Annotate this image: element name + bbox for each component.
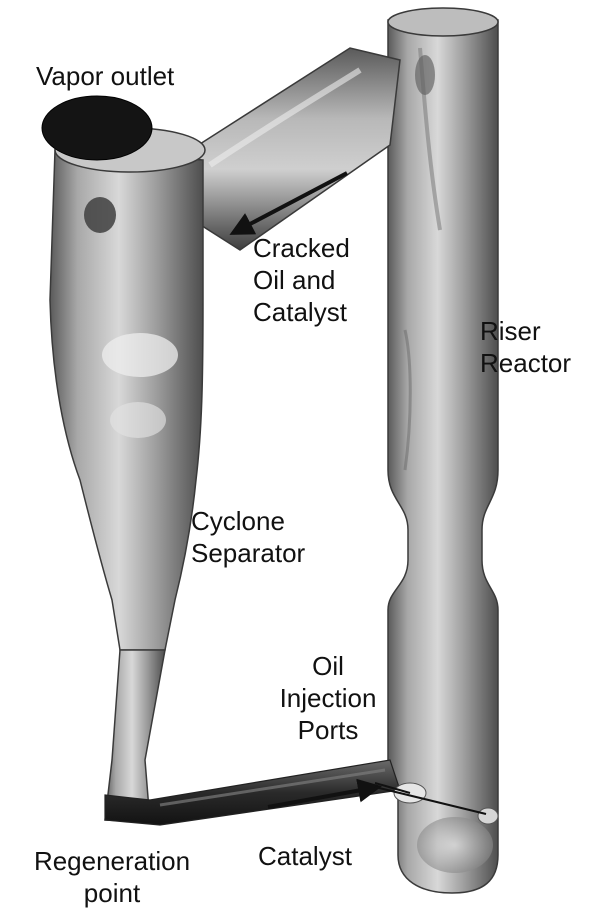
riser-reactor-tube bbox=[388, 8, 498, 893]
cracked-line-1: Cracked bbox=[253, 232, 350, 264]
injection-line-2: Injection bbox=[263, 682, 393, 714]
regeneration-point-label: Regeneration point bbox=[7, 845, 217, 909]
riser-line-1: Riser bbox=[480, 315, 571, 347]
cyclone-separator-body bbox=[50, 128, 205, 822]
cracked-line-3: Catalyst bbox=[253, 296, 350, 328]
injection-line-3: Ports bbox=[263, 714, 393, 746]
vapor-outlet-cap bbox=[42, 96, 152, 160]
crossover-pipe bbox=[175, 48, 400, 250]
cyclone-separator-label: Cyclone Separator bbox=[191, 505, 305, 569]
regeneration-line-2: point bbox=[7, 877, 217, 909]
cracked-line-2: Oil and bbox=[253, 264, 350, 296]
riser-line-2: Reactor bbox=[480, 347, 571, 379]
cyclone-line-2: Separator bbox=[191, 537, 305, 569]
oil-injection-ports-label: Oil Injection Ports bbox=[263, 650, 393, 746]
vapor-outlet-label: Vapor outlet bbox=[36, 60, 174, 92]
cyclone-line-1: Cyclone bbox=[191, 505, 305, 537]
vapor-outlet-text: Vapor outlet bbox=[36, 60, 174, 92]
injection-line-1: Oil bbox=[263, 650, 393, 682]
catalyst-label: Catalyst bbox=[258, 840, 352, 872]
riser-reactor-label: Riser Reactor bbox=[480, 315, 571, 379]
cracked-oil-catalyst-label: Cracked Oil and Catalyst bbox=[253, 232, 350, 328]
catalyst-text: Catalyst bbox=[258, 840, 352, 872]
regeneration-line-1: Regeneration bbox=[7, 845, 217, 877]
